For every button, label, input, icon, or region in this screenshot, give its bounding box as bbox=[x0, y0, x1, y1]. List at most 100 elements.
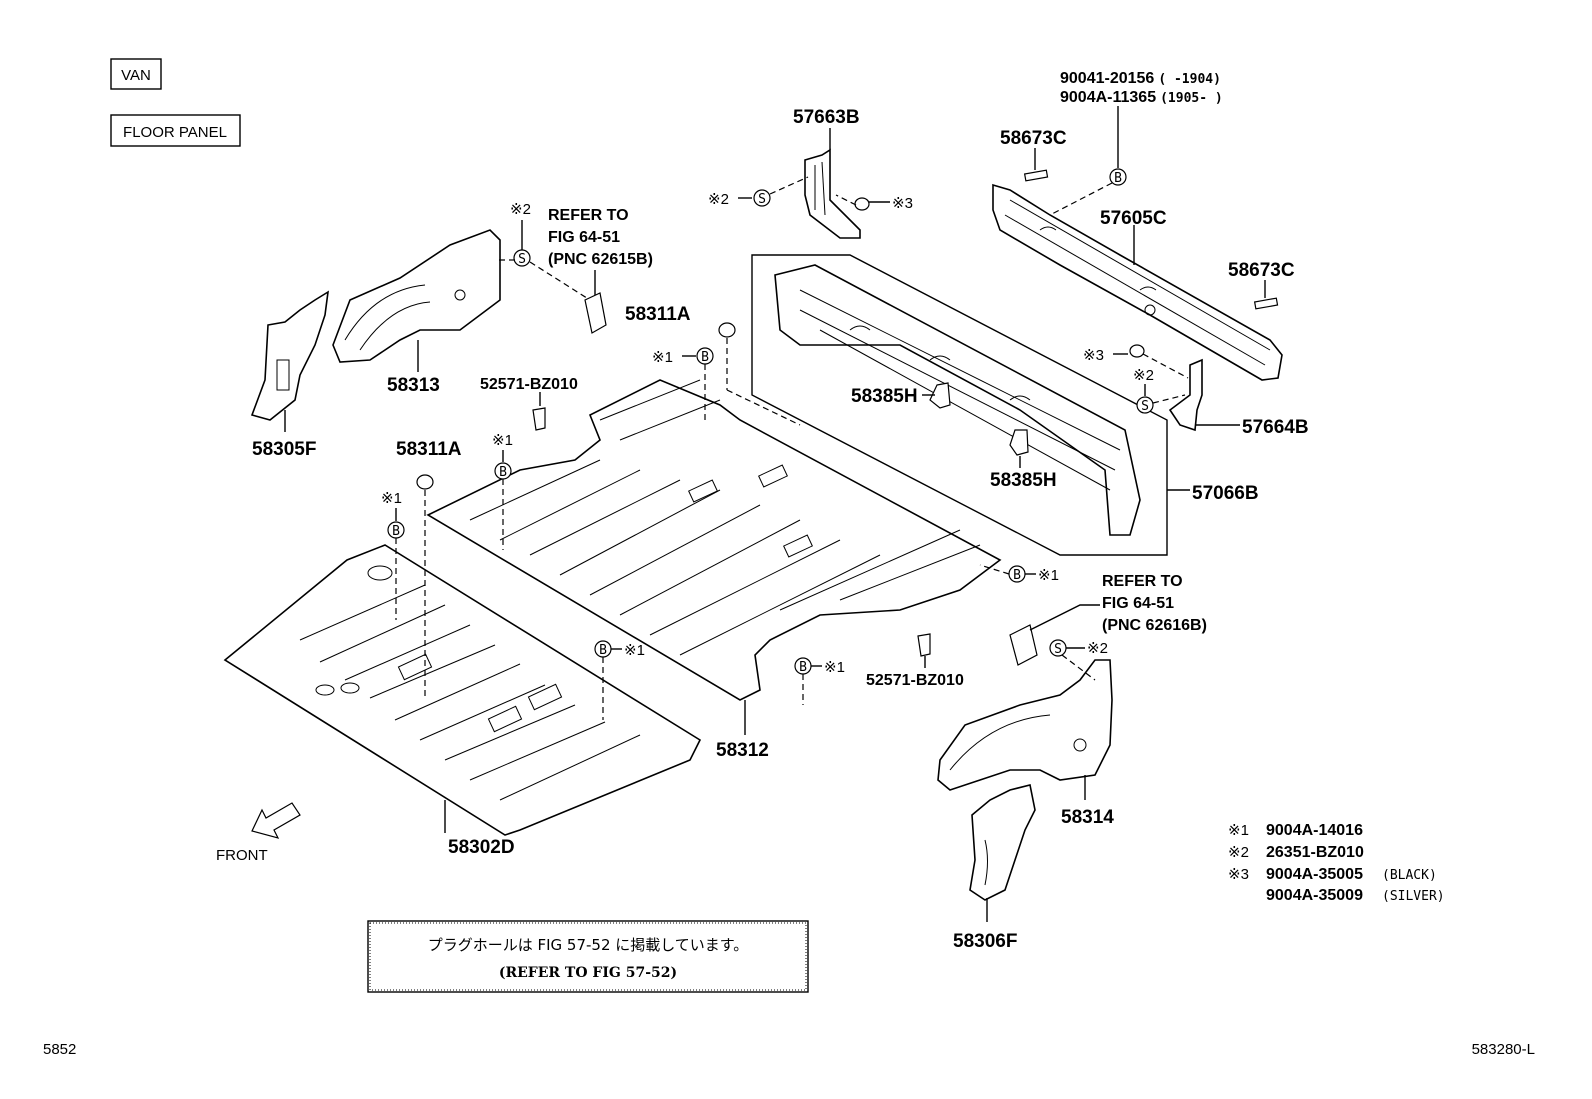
legend-note-4: (SILVER) bbox=[1382, 889, 1445, 904]
clip-52571-BZ010-upper[interactable] bbox=[532, 407, 546, 431]
refer-left-line-3: (PNC 62615B) bbox=[548, 251, 653, 268]
pillar-57664B[interactable] bbox=[1168, 358, 1203, 432]
refer-note-box: プラグホールは FIG 57-52 に掲載しています。 (REFER TO FI… bbox=[367, 920, 809, 993]
bolt-b-marker-a: B bbox=[696, 347, 714, 365]
legend-mark-2: ※2 bbox=[1228, 844, 1249, 861]
svg-text:S: S bbox=[518, 252, 526, 267]
note-english: (REFER TO FIG 57-52) bbox=[499, 965, 677, 981]
part-58673C-label-2: 58673C bbox=[1228, 260, 1295, 281]
marker-m2-57663B: ※2 bbox=[708, 191, 729, 208]
clip-52571-BZ010-lower[interactable] bbox=[917, 633, 931, 657]
refer-left-line-2: FIG 64-51 bbox=[548, 229, 620, 246]
clip-58385H-upper[interactable] bbox=[929, 382, 951, 409]
svg-text:B: B bbox=[599, 643, 607, 658]
front-floor-panel-58302D[interactable] bbox=[223, 544, 702, 836]
bolt-9004A-11365-label: 9004A-11365(1905- ) bbox=[1060, 89, 1223, 106]
legend-part-2: 26351-BZ010 bbox=[1266, 844, 1364, 861]
legend-part-3: 9004A-35005 bbox=[1266, 866, 1363, 883]
bolt-90041-20156-label: 90041-20156( -1904) bbox=[1060, 70, 1221, 87]
tape-58673C-upper[interactable] bbox=[1023, 169, 1049, 182]
quarter-inner-left-58305F[interactable] bbox=[250, 290, 330, 421]
van-label: VAN bbox=[121, 67, 151, 84]
part-58313-label: 58313 bbox=[387, 375, 440, 396]
plug-58311A-lower[interactable] bbox=[416, 474, 434, 490]
upper-cross-member-57605C[interactable] bbox=[992, 183, 1283, 381]
svg-text:B: B bbox=[392, 524, 400, 539]
part-58314-label: 58314 bbox=[1061, 807, 1114, 828]
marker-m2-57664B: ※2 bbox=[1133, 367, 1154, 384]
page-number-left: 5852 bbox=[43, 1041, 76, 1058]
part-58302D-label: 58302D bbox=[448, 837, 515, 858]
part-57605C-label: 57605C bbox=[1100, 208, 1167, 229]
part-52571-label-1: 52571-BZ010 bbox=[480, 376, 578, 393]
bolt-b-marker-c: B bbox=[387, 521, 405, 539]
part-58311A-label-2: 58311A bbox=[396, 439, 462, 460]
svg-text:B: B bbox=[701, 350, 709, 365]
clip-58385H-lower[interactable] bbox=[1009, 429, 1029, 456]
part-58305F-label: 58305F bbox=[252, 439, 316, 460]
legend-part-1: 9004A-14016 bbox=[1266, 822, 1363, 839]
screw-s-marker-57664B: S bbox=[1136, 396, 1154, 414]
part-58312-label: 58312 bbox=[716, 740, 769, 761]
legend: ※1 9004A-14016 ※2 26351-BZ010 ※3 9004A-3… bbox=[1228, 822, 1445, 904]
refer-right-line-2: FIG 64-51 bbox=[1102, 595, 1174, 612]
quarter-inner-right-58306F[interactable] bbox=[969, 784, 1036, 901]
marker-m2-right-wheelhouse: ※2 bbox=[1087, 640, 1108, 657]
part-58385H-label-2: 58385H bbox=[990, 470, 1057, 491]
marker-m1-a: ※1 bbox=[652, 349, 673, 366]
marker-m3-lower: ※3 bbox=[1083, 347, 1104, 364]
bolt-b-marker-top: B bbox=[1109, 168, 1127, 186]
svg-text:B: B bbox=[799, 660, 807, 675]
marker-m2-left-wheelhouse: ※2 bbox=[510, 201, 531, 218]
front-arrow-icon bbox=[251, 802, 301, 839]
bolt-b-marker-d: B bbox=[594, 640, 612, 658]
floor-panel-label: FLOOR PANEL bbox=[123, 124, 227, 141]
svg-text:S: S bbox=[1141, 399, 1149, 414]
wheelhouse-right-58314[interactable] bbox=[937, 659, 1113, 791]
rear-floor-cross-member-57066B[interactable] bbox=[751, 254, 1168, 556]
svg-text:B: B bbox=[499, 465, 507, 480]
floor-panel-label-box: FLOOR PANEL bbox=[110, 114, 241, 147]
refer-right-line-1: REFER TO bbox=[1102, 573, 1183, 590]
refer-left-line-1: REFER TO bbox=[548, 207, 629, 224]
screw-s-marker-left-wheelhouse: S bbox=[513, 249, 531, 267]
grommet-m3-upper bbox=[854, 197, 870, 211]
part-58673C-label-1: 58673C bbox=[1000, 128, 1067, 149]
pillar-57663B[interactable] bbox=[804, 148, 861, 239]
part-52571-label-2: 52571-BZ010 bbox=[866, 672, 964, 689]
marker-m1-e: ※1 bbox=[824, 659, 845, 676]
bolt-b-marker-f: B bbox=[1008, 565, 1026, 583]
legend-mark-1: ※1 bbox=[1228, 822, 1249, 839]
marker-m3-upper: ※3 bbox=[892, 195, 913, 212]
part-58311A-label-1: 58311A bbox=[625, 304, 691, 325]
tape-58673C-lower[interactable] bbox=[1253, 297, 1279, 310]
part-57066B-label: 57066B bbox=[1192, 483, 1259, 504]
marker-m1-c: ※1 bbox=[381, 490, 402, 507]
legend-part-4: 9004A-35009 bbox=[1266, 887, 1363, 904]
refer-right-line-3: (PNC 62616B) bbox=[1102, 617, 1207, 634]
legend-mark-3: ※3 bbox=[1228, 866, 1249, 883]
page-number-right: 583280-L bbox=[1472, 1041, 1535, 1058]
part-57664B-label: 57664B bbox=[1242, 417, 1309, 438]
rear-floor-panel-58312[interactable] bbox=[426, 379, 1002, 701]
svg-text:B: B bbox=[1114, 171, 1122, 186]
marker-m1-d: ※1 bbox=[624, 642, 645, 659]
hole-cover-left[interactable] bbox=[584, 292, 607, 334]
hole-cover-right[interactable] bbox=[1009, 624, 1038, 666]
svg-text:S: S bbox=[1054, 642, 1062, 657]
van-label-box: VAN bbox=[110, 58, 162, 90]
front-label: FRONT bbox=[216, 847, 268, 864]
svg-text:B: B bbox=[1013, 568, 1021, 583]
part-57663B-label: 57663B bbox=[793, 107, 860, 128]
screw-s-marker-right-wheelhouse: S bbox=[1049, 639, 1067, 657]
note-japanese: プラグホールは FIG 57-52 に掲載しています。 bbox=[428, 936, 749, 954]
part-58385H-label-1: 58385H bbox=[851, 386, 918, 407]
legend-note-3: (BLACK) bbox=[1382, 868, 1437, 883]
bolt-b-marker-e: B bbox=[794, 657, 812, 675]
bolt-b-marker-b: B bbox=[494, 462, 512, 480]
marker-m1-b: ※1 bbox=[492, 432, 513, 449]
svg-text:S: S bbox=[758, 192, 766, 207]
wheelhouse-left-58313[interactable] bbox=[332, 229, 501, 363]
plug-58311A-upper[interactable] bbox=[718, 322, 736, 338]
